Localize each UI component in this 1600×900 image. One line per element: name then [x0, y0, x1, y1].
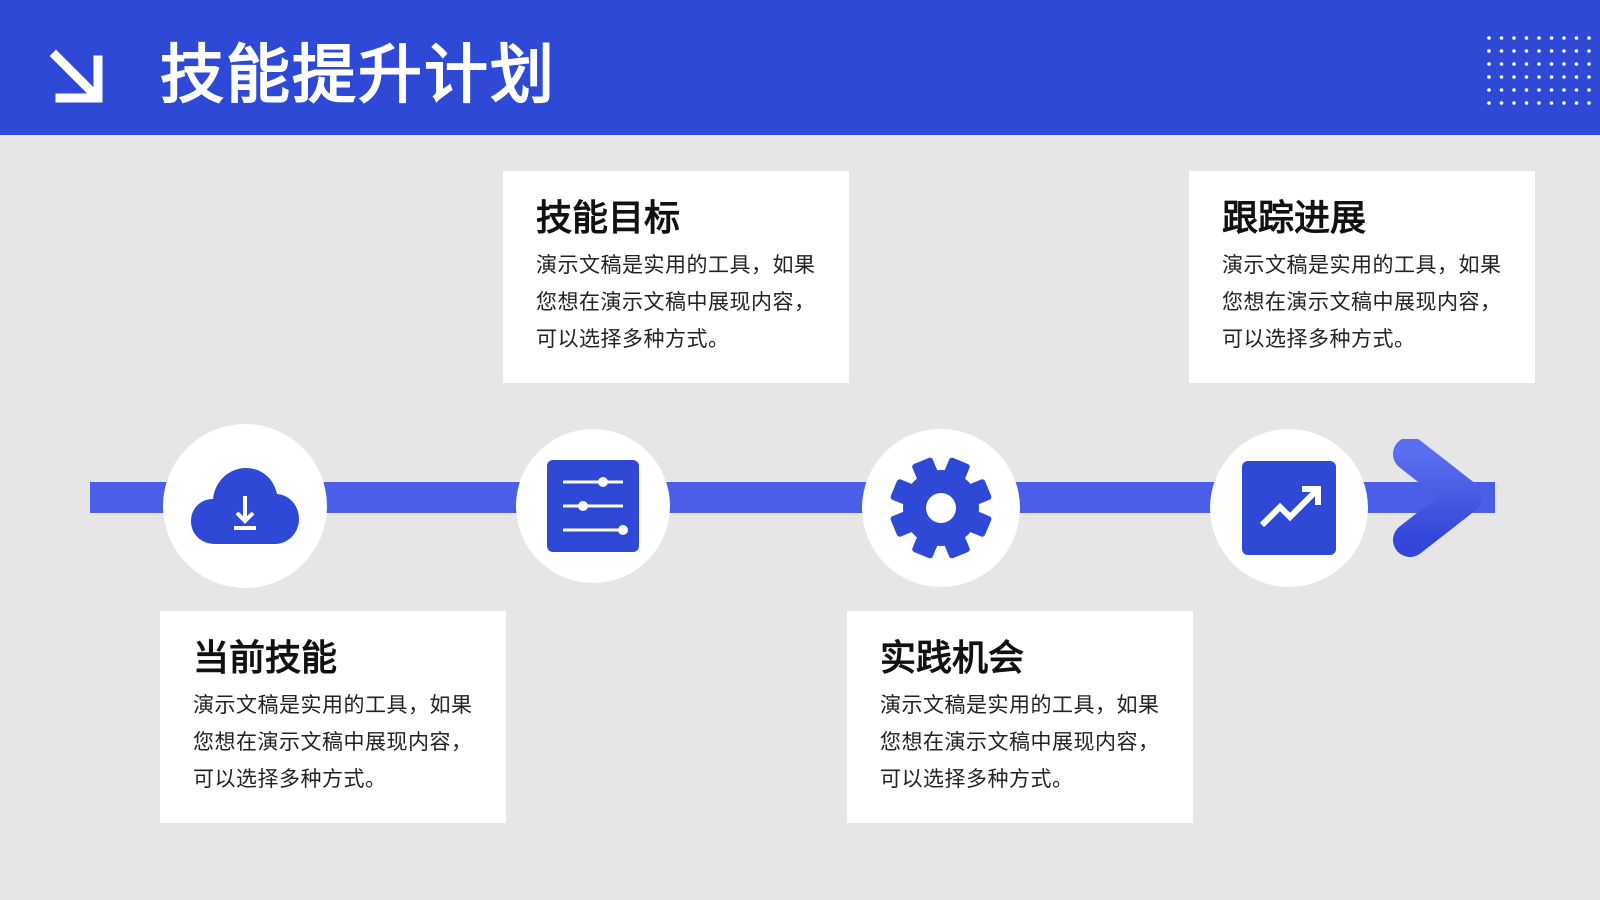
step-3-body: 演示文稿是实用的工具，如果您想在演示文稿中展现内容，可以选择多种方式。	[880, 693, 1160, 791]
grid-dot	[1562, 75, 1566, 79]
grid-dot	[1499, 88, 1504, 92]
sliders-icon	[547, 460, 639, 552]
step-1-title: 当前技能	[193, 638, 338, 679]
grid-dot	[1524, 62, 1529, 66]
grid-dot	[1487, 49, 1491, 53]
grid-dot	[1562, 49, 1566, 53]
grid-dot	[1524, 75, 1529, 79]
grid-dot	[1549, 88, 1554, 92]
grid-dot	[1549, 101, 1554, 105]
step-1-node	[163, 424, 327, 588]
grid-dot	[1512, 62, 1516, 66]
grid-dot	[1512, 88, 1516, 92]
grid-dot	[1549, 75, 1554, 79]
grid-dot	[1499, 49, 1504, 53]
grid-dot	[1587, 36, 1591, 40]
grid-dot	[1562, 101, 1566, 105]
grid-dot	[1562, 62, 1566, 66]
grid-dot	[1499, 36, 1504, 40]
grid-dot	[1487, 88, 1491, 92]
timeline-arrowhead	[1393, 439, 1482, 557]
grid-dot	[1524, 36, 1529, 40]
cloud-download-icon	[191, 468, 299, 544]
grid-dot	[1537, 36, 1541, 40]
grid-dot	[1487, 62, 1491, 66]
grid-dot	[1537, 88, 1541, 92]
step-3-card: 实践机会 演示文稿是实用的工具，如果您想在演示文稿中展现内容，可以选择多种方式。	[847, 611, 1193, 823]
grid-dot	[1562, 88, 1566, 92]
grid-dot	[1524, 49, 1529, 53]
step-2-card: 技能目标 演示文稿是实用的工具，如果您想在演示文稿中展现内容，可以选择多种方式。	[503, 171, 849, 383]
trending-up-icon	[1242, 461, 1336, 555]
dot-grid-decoration	[1487, 36, 1591, 105]
grid-dot	[1587, 101, 1591, 105]
grid-dot	[1537, 49, 1541, 53]
grid-dot	[1512, 36, 1516, 40]
grid-dot	[1574, 101, 1579, 105]
step-4-node	[1210, 429, 1368, 587]
grid-dot	[1524, 101, 1529, 105]
grid-dot	[1587, 75, 1591, 79]
grid-dot	[1549, 49, 1554, 53]
grid-dot	[1574, 75, 1579, 79]
grid-dot	[1562, 36, 1566, 40]
arrow-down-right-icon	[49, 49, 103, 103]
step-2-title: 技能目标	[536, 198, 681, 239]
step-4-title: 跟踪进展	[1222, 198, 1367, 239]
header-bar: 技能提升计划	[0, 0, 1600, 135]
step-4-body: 演示文稿是实用的工具，如果您想在演示文稿中展现内容，可以选择多种方式。	[1222, 253, 1502, 351]
step-1-card: 当前技能 演示文稿是实用的工具，如果您想在演示文稿中展现内容，可以选择多种方式。	[160, 611, 506, 823]
step-3-node	[862, 429, 1020, 587]
grid-dot	[1574, 49, 1579, 53]
grid-dot	[1574, 88, 1579, 92]
grid-dot	[1499, 101, 1504, 105]
grid-dot	[1549, 62, 1554, 66]
step-2-node	[516, 429, 670, 583]
grid-dot	[1587, 49, 1591, 53]
grid-dot	[1524, 88, 1529, 92]
step-1-body: 演示文稿是实用的工具，如果您想在演示文稿中展现内容，可以选择多种方式。	[193, 693, 473, 791]
grid-dot	[1512, 75, 1516, 79]
grid-dot	[1537, 101, 1541, 105]
grid-dot	[1487, 101, 1491, 105]
grid-dot	[1499, 75, 1504, 79]
step-2-body: 演示文稿是实用的工具，如果您想在演示文稿中展现内容，可以选择多种方式。	[536, 253, 816, 351]
grid-dot	[1499, 62, 1504, 66]
grid-dot	[1487, 36, 1491, 40]
grid-dot	[1574, 36, 1579, 40]
grid-dot	[1549, 36, 1554, 40]
gear-icon	[890, 457, 992, 559]
step-3-title: 实践机会	[880, 638, 1025, 679]
grid-dot	[1512, 49, 1516, 53]
grid-dot	[1587, 62, 1591, 66]
page-title: 技能提升计划	[160, 39, 556, 113]
grid-dot	[1487, 75, 1491, 79]
grid-dot	[1512, 101, 1516, 105]
step-4-card: 跟踪进展 演示文稿是实用的工具，如果您想在演示文稿中展现内容，可以选择多种方式。	[1189, 171, 1535, 383]
grid-dot	[1587, 88, 1591, 92]
grid-dot	[1537, 62, 1541, 66]
grid-dot	[1574, 62, 1579, 66]
grid-dot	[1537, 75, 1541, 79]
